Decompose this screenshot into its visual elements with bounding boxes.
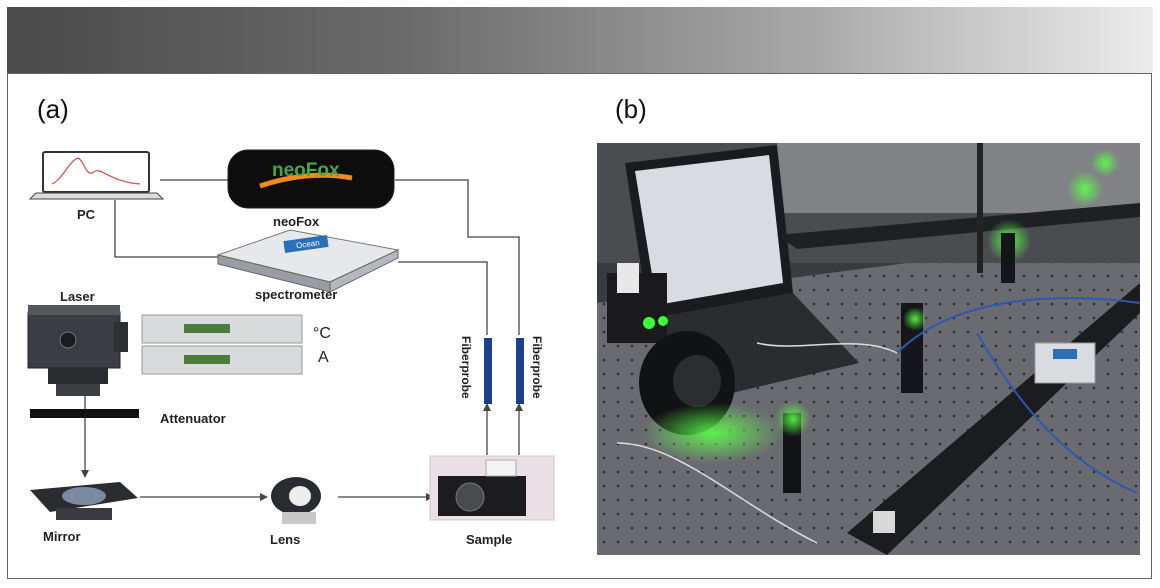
ocean-logo: Ocean	[296, 238, 321, 250]
mirror-mount	[30, 482, 138, 520]
pc-laptop	[28, 151, 165, 200]
spectrometer-label: spectrometer	[255, 287, 338, 302]
neofox-logo: neoFox	[272, 160, 340, 181]
panel-label-b: (b)	[615, 94, 647, 124]
lab-setup-photo	[597, 143, 1140, 555]
header-band	[7, 7, 1153, 73]
celsius-label: °C	[313, 325, 331, 342]
attenuator-label: Attenuator	[160, 411, 226, 426]
neofox-device	[227, 149, 395, 209]
mirror-label: Mirror	[43, 529, 81, 544]
fiberprobes	[484, 338, 524, 404]
connection-lines	[84, 179, 520, 498]
sample-label: Sample	[466, 532, 513, 547]
ampere-label: A	[318, 349, 329, 366]
fiberprobe-label-1: Fiberprobe	[459, 336, 473, 399]
lens-holder	[271, 477, 321, 524]
fiberprobe-label-2: Fiberprobe	[530, 336, 544, 399]
laser-controllers	[141, 314, 303, 375]
lens-label: Lens	[270, 532, 301, 547]
pc-label: PC	[77, 207, 96, 222]
lab-photo-drawing	[597, 143, 1140, 555]
attenuator-plate	[30, 409, 139, 418]
laser-label: Laser	[60, 289, 95, 304]
spectrometer-device	[216, 229, 400, 293]
neofox-label: neoFox	[273, 214, 320, 229]
panel-label-a: (a)	[37, 94, 69, 124]
laser-device	[27, 305, 128, 396]
sample-holder	[429, 455, 555, 521]
